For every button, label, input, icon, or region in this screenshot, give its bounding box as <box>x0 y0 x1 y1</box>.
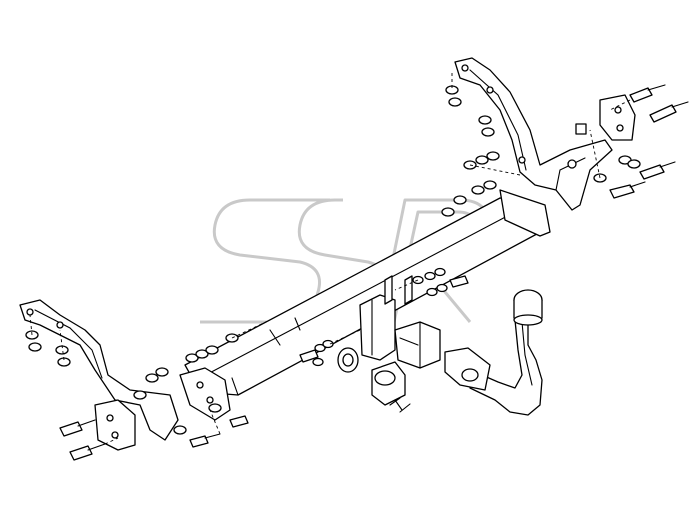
main-cross-beam <box>184 189 551 396</box>
fastener-hardware <box>25 84 689 461</box>
left-side-bracket <box>19 299 231 451</box>
receiver-block <box>394 321 491 391</box>
socket-mounting-plate <box>359 275 413 361</box>
electrical-socket <box>337 347 406 411</box>
tow-ball-neck <box>469 289 543 416</box>
right-side-bracket <box>454 57 636 211</box>
assembly-guide-lines <box>29 70 631 445</box>
